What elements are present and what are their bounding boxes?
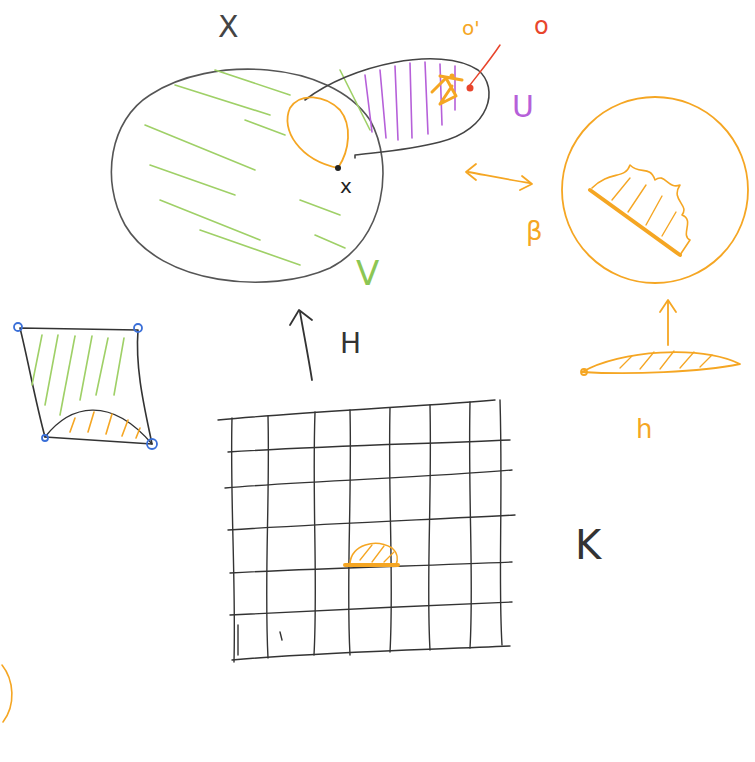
purple-hatching	[365, 62, 455, 140]
set-label: V	[356, 256, 379, 290]
disk-scribble	[590, 165, 690, 255]
up-arrow-orange	[660, 300, 676, 345]
open-set-u-outline	[305, 59, 489, 158]
map-label: H	[340, 330, 361, 358]
point-label: o	[534, 14, 549, 38]
grid-k	[218, 400, 515, 662]
orange-arc	[2, 665, 12, 722]
set-label: U	[512, 92, 534, 122]
map-arrow	[290, 310, 312, 380]
space-x-outline	[111, 69, 383, 282]
space-label: X	[218, 12, 239, 42]
double-arrow	[466, 164, 532, 190]
point-o	[467, 85, 474, 92]
leader	[470, 45, 500, 85]
green-hatching	[145, 70, 370, 265]
point-x	[335, 165, 341, 171]
orange-loop	[287, 97, 348, 168]
map-label: h	[636, 416, 652, 442]
orange-disk	[562, 97, 748, 283]
point-o-prime	[450, 74, 455, 79]
point-label: x	[340, 176, 352, 196]
map-label: β	[526, 218, 543, 244]
complex-label: K	[575, 525, 601, 565]
orange-scribble	[432, 76, 462, 104]
grid-half-disk	[345, 543, 398, 565]
point-label: o'	[462, 18, 480, 38]
half-disk	[581, 351, 740, 375]
square-cell	[14, 323, 157, 449]
